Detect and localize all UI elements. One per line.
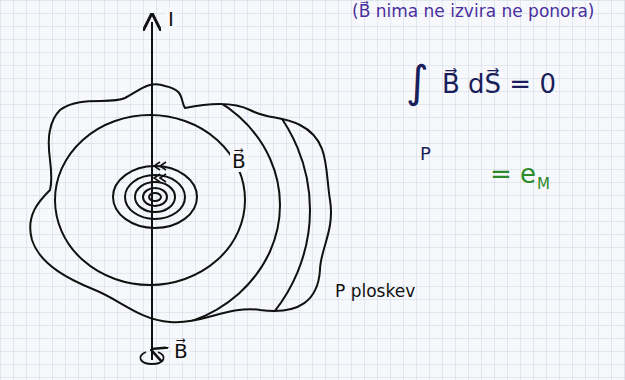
flux-equation: B⃗ dS⃗ = 0 bbox=[442, 70, 556, 99]
integral-subscript: P bbox=[420, 144, 431, 164]
current-axis-arrow bbox=[151, 22, 153, 360]
field-lines bbox=[0, 40, 310, 380]
surface-outline bbox=[30, 84, 331, 322]
field-label: B⃗ bbox=[172, 340, 190, 362]
magnetic-charge: = e bbox=[490, 160, 536, 189]
circulation-arrow bbox=[140, 352, 163, 364]
note-text: (B⃗ nima ne izvira ne ponora) bbox=[352, 2, 595, 21]
current-label: I bbox=[166, 8, 176, 30]
field-label: B⃗ bbox=[230, 150, 248, 172]
surface-label: P ploskev bbox=[335, 282, 415, 301]
magnetic-charge-subscript: M bbox=[537, 176, 550, 193]
integral-sign: ∫ bbox=[406, 58, 429, 106]
field-direction-arrows bbox=[154, 162, 166, 182]
